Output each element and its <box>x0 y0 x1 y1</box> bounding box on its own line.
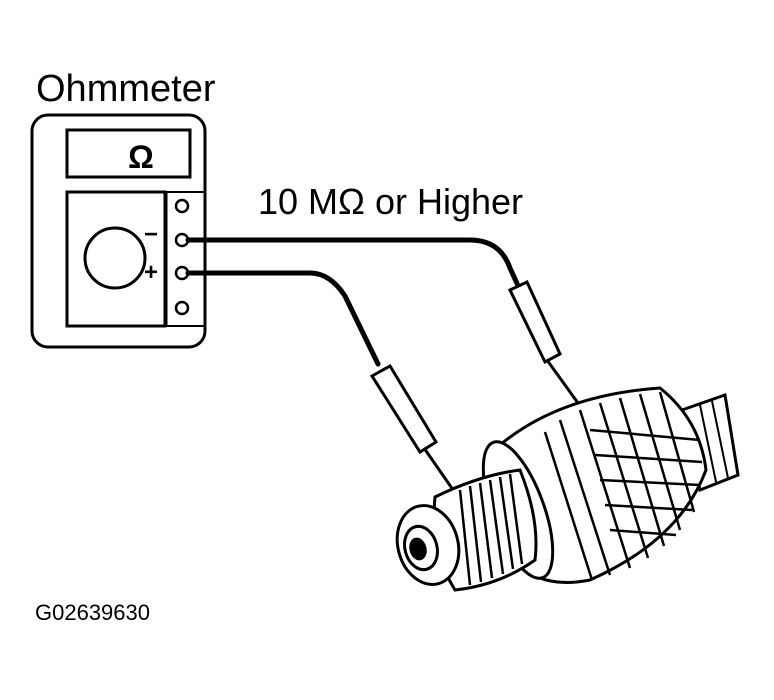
figure-code: G02639630 <box>35 600 150 625</box>
dial-icon <box>83 226 147 290</box>
ohmmeter-icon <box>30 113 207 349</box>
test-probe-icon <box>369 279 585 498</box>
resistance-reading-label: 10 MΩ or Higher <box>258 181 524 222</box>
negative-terminal-label: − <box>144 221 159 248</box>
test-lead-wires <box>185 237 523 367</box>
omega-symbol: Ω <box>128 139 154 175</box>
ohmmeter-label: Ohmmeter <box>36 68 216 110</box>
positive-terminal-label: + <box>144 259 159 286</box>
armature-icon <box>395 386 740 592</box>
meter-terminals <box>174 198 190 316</box>
